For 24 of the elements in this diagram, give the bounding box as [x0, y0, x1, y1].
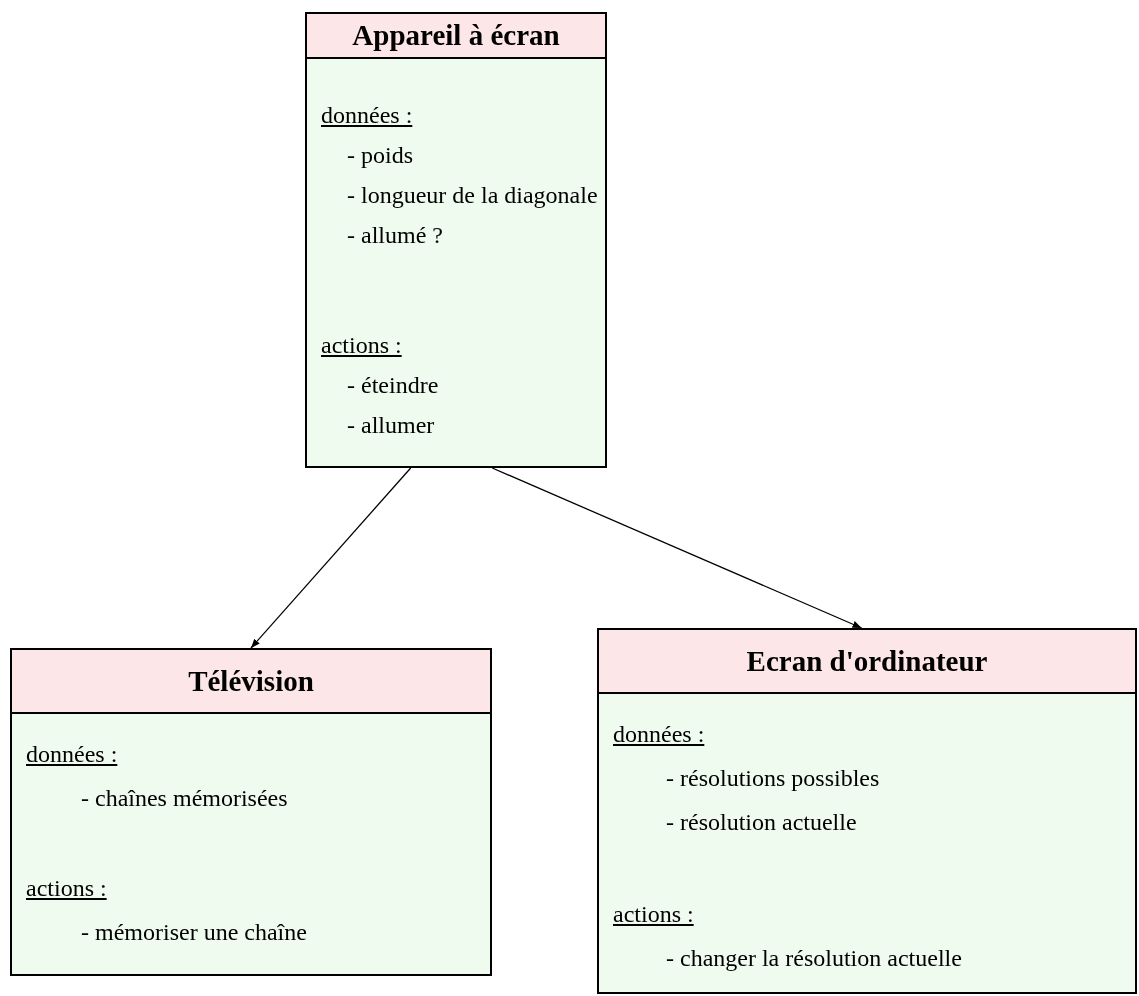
list-item: - allumé ?	[347, 221, 443, 250]
section-heading: actions :	[613, 900, 694, 929]
arrow	[250, 467, 412, 649]
list-item: - résolutions possibles	[666, 764, 880, 793]
section-heading: actions :	[321, 331, 402, 360]
section-heading: données :	[321, 101, 413, 130]
class-box	[10, 648, 492, 976]
class-title: Appareil à écran	[307, 14, 605, 59]
list-item: - chaînes mémorisées	[81, 784, 288, 813]
class-box	[597, 628, 1137, 994]
list-item: - résolution actuelle	[666, 808, 857, 837]
class-title: Ecran d'ordinateur	[599, 630, 1135, 694]
class-title: Télévision	[12, 650, 490, 714]
list-item: - allumer	[347, 411, 435, 440]
arrow	[491, 467, 863, 629]
section-heading: données :	[613, 720, 705, 749]
class-box	[305, 12, 607, 468]
section-heading: actions :	[26, 874, 107, 903]
section-heading: données :	[26, 740, 118, 769]
list-item: - éteindre	[347, 371, 439, 400]
list-item: - mémoriser une chaîne	[81, 918, 307, 947]
list-item: - longueur de la diagonale	[347, 181, 598, 210]
list-item: - changer la résolution actuelle	[666, 944, 962, 973]
list-item: - poids	[347, 141, 413, 170]
